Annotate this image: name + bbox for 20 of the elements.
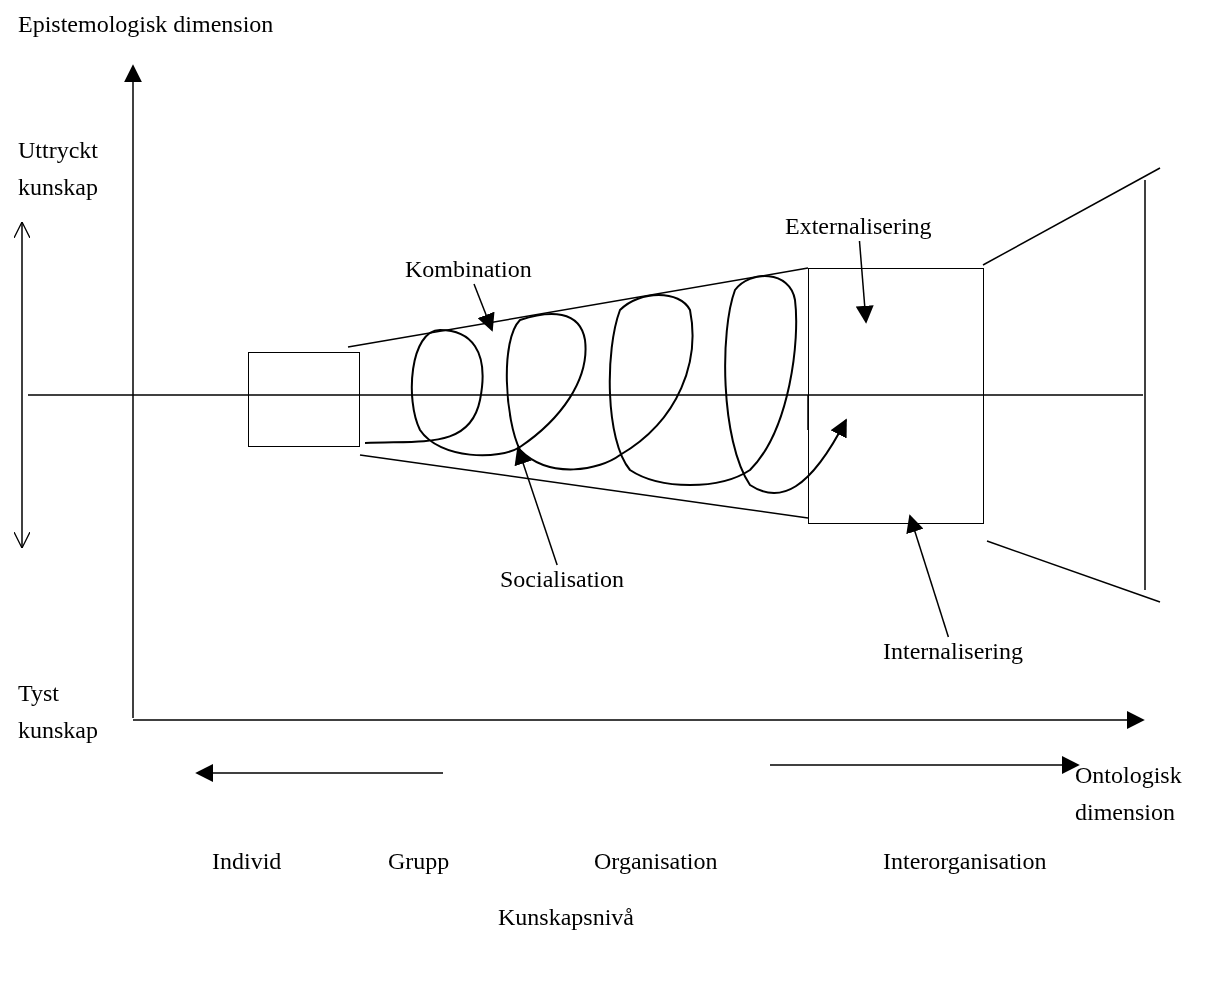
box xyxy=(808,268,984,524)
level-label: Individ xyxy=(212,847,282,876)
box xyxy=(248,352,360,447)
callout-label: Kombination xyxy=(405,255,532,284)
axis-title: Ontologisk dimension xyxy=(1075,761,1183,827)
leader-line xyxy=(906,514,950,638)
axis-label: Tyst kunskap xyxy=(18,679,99,745)
leader-line xyxy=(514,446,558,566)
callout-label: Internalisering xyxy=(883,637,1023,666)
leader-line xyxy=(855,240,874,324)
spiral-drawing xyxy=(364,275,847,495)
axis-title: Epistemologisk dimension xyxy=(18,10,274,39)
level-label: Organisation xyxy=(594,847,718,876)
leader-line xyxy=(473,283,495,332)
axis-title: Kunskapsnivå xyxy=(498,903,634,932)
callout-label: Socialisation xyxy=(500,565,624,594)
level-label: Interorganisation xyxy=(883,847,1047,876)
axis-label: Uttryckt kunskap xyxy=(18,136,99,202)
level-label: Grupp xyxy=(388,847,450,876)
callout-label: Externalisering xyxy=(785,212,932,241)
